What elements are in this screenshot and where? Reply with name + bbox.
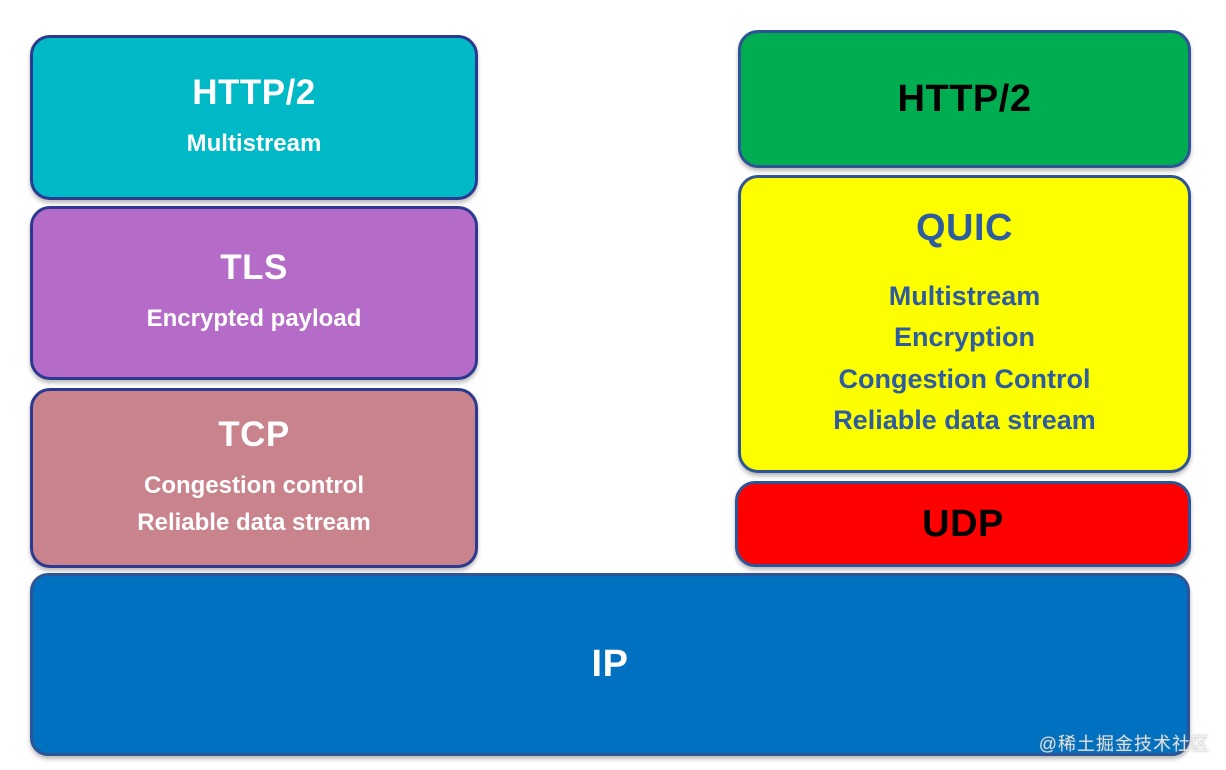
feature-line: Multistream (186, 129, 322, 157)
feature-line: Congestion control (144, 471, 364, 499)
box-title-http2-left: HTTP/2 (192, 72, 316, 112)
feature-line: Reliable data stream (137, 509, 371, 536)
box-features: Multistream (187, 125, 322, 162)
watermark: @稀土掘金技术社区 (1038, 734, 1210, 754)
box-title-tcp: TCP (218, 414, 290, 454)
box-title-udp: UDP (922, 502, 1004, 545)
feature-line: Encrypted payload (146, 305, 362, 333)
box-title-ip: IP (591, 643, 629, 685)
tcp-box: TCP Congestion control Reliable data str… (30, 388, 478, 568)
ip-box: IP (30, 573, 1190, 756)
feature-line: Multistream (888, 281, 1041, 312)
box-features: Congestion control Reliable data stream (137, 467, 370, 541)
http2-over-quic-box: HTTP/2 (738, 30, 1191, 168)
feature-line: Congestion Control (838, 363, 1091, 394)
box-features: Multistream Encryption Congestion Contro… (833, 276, 1096, 440)
udp-box: UDP (735, 481, 1191, 567)
box-features: Encrypted payload (147, 300, 362, 337)
tls-box: TLS Encrypted payload (30, 206, 478, 380)
box-title-http2-right: HTTP/2 (897, 77, 1032, 120)
feature-line: Encryption (893, 322, 1035, 353)
box-title-tls: TLS (220, 248, 288, 288)
box-title-quic: QUIC (916, 207, 1013, 250)
http2-over-tcp-box: HTTP/2 Multistream (30, 35, 478, 200)
quic-box: QUIC Multistream Encryption Congestion C… (738, 175, 1191, 473)
feature-line: Reliable data stream (833, 404, 1096, 435)
